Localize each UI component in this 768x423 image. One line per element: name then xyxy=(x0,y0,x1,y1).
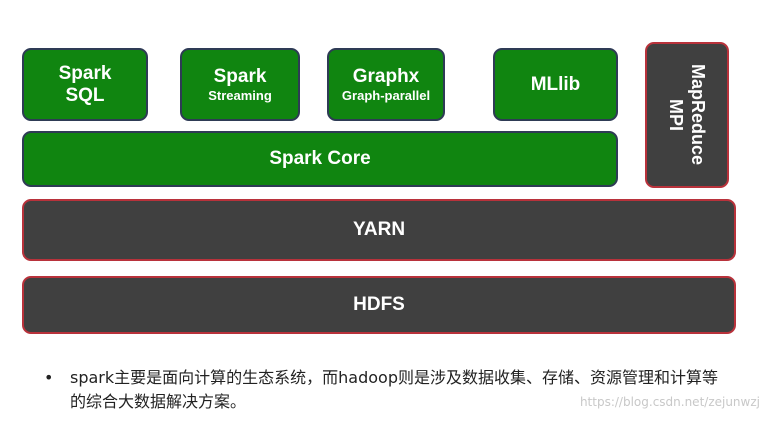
spark-core-box: Spark Core xyxy=(22,131,618,187)
mpi-mapreduce-box: MPI MapReduce xyxy=(645,42,729,188)
spark-streaming-box: Spark Streaming xyxy=(180,48,300,121)
spark-streaming-line2: Streaming xyxy=(208,87,272,103)
hdfs-label: HDFS xyxy=(353,294,405,315)
hdfs-box: HDFS xyxy=(22,276,736,334)
yarn-box: YARN xyxy=(22,199,736,261)
watermark: https://blog.csdn.net/zejunwzj xyxy=(579,395,760,409)
mllib-box: MLlib xyxy=(493,48,618,121)
graphx-box: Graphx Graph-parallel xyxy=(327,48,445,121)
spark-sql-line1: Spark xyxy=(58,62,112,84)
graphx-line2: Graph-parallel xyxy=(341,87,431,103)
mpi-label: MPI xyxy=(666,98,686,131)
note-text: spark主要是面向计算的生态系统，而hadoop则是涉及数据收集、存储、资源管… xyxy=(70,368,718,411)
yarn-label: YARN xyxy=(352,219,406,240)
spark-streaming-line1: Spark xyxy=(213,65,267,87)
graphx-line1: Graphx xyxy=(352,65,420,87)
note-bullet: • xyxy=(44,368,54,387)
spark-sql-line2: SQL xyxy=(65,84,105,106)
mllib-label: MLlib xyxy=(530,73,581,95)
spark-sql-box: Spark SQL xyxy=(22,48,148,121)
mapreduce-label: MapReduce xyxy=(688,64,708,166)
spark-core-label: Spark Core xyxy=(269,148,371,169)
